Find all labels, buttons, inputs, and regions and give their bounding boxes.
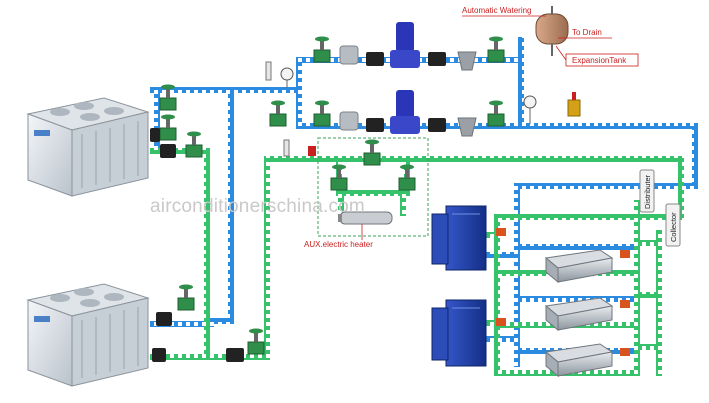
check-valve-icon [339, 45, 359, 65]
return-pipe [494, 214, 684, 220]
return-pipe [338, 196, 344, 216]
gate-valve-icon [313, 36, 331, 63]
air-handling-unit [431, 205, 487, 271]
pump-icon [390, 22, 420, 68]
return-pipe [264, 156, 270, 360]
return-pipe [634, 240, 662, 246]
gate-valve-icon [313, 100, 331, 127]
fan-coil-unit [544, 297, 614, 332]
gate-valve-icon [247, 328, 265, 355]
control-valves [496, 228, 630, 356]
label-distributer: Distributer [643, 174, 652, 209]
label-to-drain: To Drain [572, 28, 602, 37]
flex-connector-icon [156, 312, 172, 326]
supply-pipe [150, 87, 300, 93]
pump-icon [390, 90, 420, 134]
supply-pipe [514, 183, 698, 189]
flex-connector-icon [366, 118, 384, 132]
control-valve-icon [496, 318, 506, 326]
flex-connectors [150, 52, 446, 362]
callout-line [555, 45, 567, 61]
thermometer-icon [283, 139, 290, 157]
air-vent-icon [308, 146, 316, 156]
return-pipe [634, 200, 640, 376]
control-valve-icon [620, 300, 630, 308]
return-pipe [204, 148, 210, 360]
safety-valve-icon [567, 92, 581, 117]
label-automatic-watering: Automatic Watering [462, 6, 532, 15]
control-valve-icon [620, 348, 630, 356]
return-pipe [150, 148, 210, 154]
supply-pipe [296, 57, 302, 129]
control-valve-icon [496, 228, 506, 236]
air-handling-unit [431, 299, 487, 367]
watermark: airconditionerschina.com [150, 196, 365, 217]
aux-electric-heater [338, 211, 393, 225]
fan-coil-unit [544, 249, 614, 284]
gate-valve-icon [269, 100, 287, 127]
gate-valve-icon [363, 139, 381, 166]
return-pipe [656, 230, 662, 376]
supply-pipe [692, 123, 698, 189]
supply-pipe [486, 252, 520, 258]
strainer-icon [457, 117, 477, 137]
supply-pipe [150, 321, 214, 327]
return-pipe [634, 344, 662, 350]
gate-valve-icon [487, 100, 505, 127]
supply-pipe [228, 87, 234, 321]
return-pipe [634, 292, 662, 298]
return-pipe [264, 156, 684, 162]
return-pipe [486, 320, 500, 326]
instruments [265, 61, 581, 157]
supply-pipe [154, 87, 160, 151]
pressure-gauge-icon [523, 95, 537, 124]
label-box [565, 53, 639, 67]
fan-coil-unit [544, 343, 614, 378]
return-pipe [486, 232, 500, 238]
flex-connector-icon [366, 52, 384, 66]
supply-pipe [518, 37, 524, 129]
gate-valve-icon [159, 114, 177, 141]
aux-heater-frame [317, 137, 429, 237]
collector [665, 203, 681, 247]
label-aux-electric-heater: AUX.electric heater [304, 240, 373, 249]
supply-pipe [210, 318, 234, 324]
return-pipe [400, 196, 406, 216]
pressure-gauge-icon [280, 67, 294, 88]
pumps [390, 22, 420, 134]
supply-pipe [514, 296, 634, 302]
gate-valve-icon [159, 84, 177, 111]
flex-connector-icon [160, 144, 176, 158]
control-valve-icon [620, 250, 630, 258]
flex-connector-icon [428, 118, 446, 132]
strainer-icon [457, 51, 477, 71]
chiller-unit-top [26, 97, 150, 197]
expansion-tank [535, 6, 569, 56]
gate-valve-icon [330, 164, 348, 191]
flex-connector-icon [226, 348, 244, 362]
gate-valve-icon [185, 131, 203, 158]
chiller-unit-bottom [26, 283, 150, 387]
thermometer-icon [265, 61, 272, 81]
gate-valve-icon [177, 284, 195, 311]
return-pipe [150, 354, 270, 360]
flex-connector-icon [152, 348, 166, 362]
supply-pipe [514, 244, 634, 250]
flex-connector-icon [428, 52, 446, 66]
label-expansion-tank: ExpansionTank [572, 56, 627, 65]
gate-valve-icon [487, 36, 505, 63]
fittings [339, 45, 477, 137]
return-pipe [494, 214, 500, 376]
distributer [639, 169, 655, 213]
check-valve-icon [339, 111, 359, 131]
return-pipe [336, 190, 410, 196]
return-pipe [678, 156, 684, 220]
supply-pipe [486, 336, 520, 342]
flex-connector-icon [150, 128, 160, 142]
label-collector: Collector [669, 212, 678, 242]
gate-valve-icon [398, 164, 416, 191]
valves [159, 36, 505, 355]
